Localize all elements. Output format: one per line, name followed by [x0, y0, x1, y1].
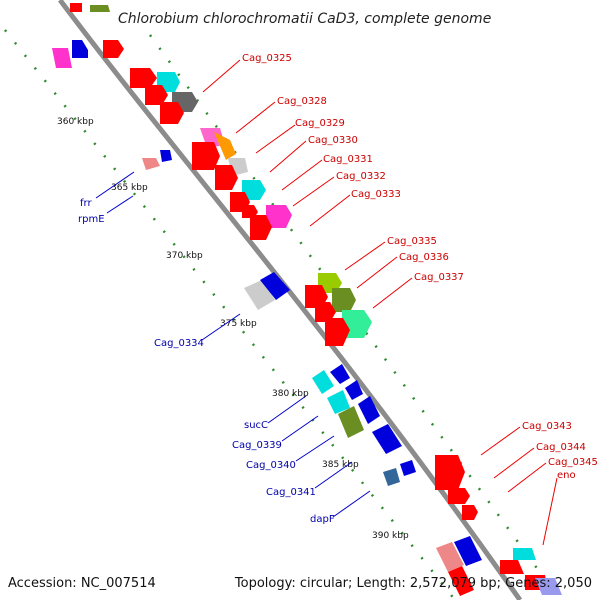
- reverse-label-leaders: [95, 171, 371, 518]
- genome-backbone: [58, 0, 523, 600]
- gene-label[interactable]: Cag_0332: [336, 171, 386, 182]
- gene-reverse[interactable]: [327, 390, 350, 414]
- gene-label[interactable]: Cag_0330: [308, 135, 358, 146]
- gene-forward[interactable]: [448, 488, 470, 504]
- gene-label[interactable]: Cag_0344: [536, 442, 586, 453]
- kbp-scale: 360 kbp 365 kbp 370 kbp 375 kbp 380 kbp …: [57, 117, 409, 541]
- gene-reverse[interactable]: [345, 380, 363, 400]
- gene-forward[interactable]: [242, 205, 258, 218]
- gene-label[interactable]: Cag_0325: [242, 53, 292, 64]
- gene-label[interactable]: Cag_0336: [399, 252, 449, 263]
- gene-reverse[interactable]: [383, 468, 400, 486]
- gene-label[interactable]: Cag_0328: [277, 96, 327, 107]
- forward-label-leaders: [202, 59, 558, 546]
- gene-reverse[interactable]: [338, 406, 364, 438]
- gene-forward[interactable]: [500, 560, 524, 574]
- gene-label[interactable]: Cag_0331: [323, 154, 373, 165]
- gene-forward[interactable]: [215, 165, 238, 190]
- gene-forward[interactable]: [103, 40, 124, 58]
- gene-label[interactable]: eno: [557, 470, 576, 481]
- gene-label[interactable]: sucC: [244, 420, 268, 431]
- kbp-label: 365 kbp: [111, 183, 148, 193]
- gene-reverse[interactable]: [436, 542, 464, 572]
- gene-label[interactable]: Cag_0340: [246, 460, 296, 471]
- gene-label[interactable]: Cag_0341: [266, 487, 316, 498]
- gene-forward[interactable]: [214, 132, 236, 160]
- gene-label[interactable]: Cag_0345: [548, 457, 598, 468]
- forward-labels: Cag_0325 Cag_0328 Cag_0329 Cag_0330 Cag_…: [242, 53, 598, 481]
- gene-reverse[interactable]: [400, 460, 416, 476]
- gene-reverse[interactable]: [244, 280, 275, 310]
- gene-forward[interactable]: [315, 302, 336, 322]
- gene-label[interactable]: frr: [80, 198, 92, 209]
- forward-genes[interactable]: [70, 3, 562, 595]
- gene-forward[interactable]: [535, 578, 562, 595]
- gene-forward[interactable]: [325, 318, 350, 346]
- kbp-label: 360 kbp: [57, 117, 94, 127]
- gene-forward[interactable]: [130, 68, 157, 88]
- gene-forward[interactable]: [266, 205, 292, 228]
- gene-reverse[interactable]: [372, 424, 402, 454]
- genome-summary-text: Topology: circular; Length: 2,572,079 bp…: [234, 576, 592, 591]
- gene-forward[interactable]: [70, 3, 82, 12]
- gene-reverse[interactable]: [448, 566, 474, 596]
- gene-forward[interactable]: [90, 5, 110, 12]
- reverse-labels: frr rpmE Cag_0334 sucC Cag_0339 Cag_0340…: [78, 198, 335, 525]
- kbp-label: 380 kbp: [272, 389, 309, 399]
- gene-forward[interactable]: [242, 180, 266, 200]
- map-title: Chlorobium chlorochromatii CaD3, complet…: [118, 11, 491, 27]
- inner-dotted-ring: [4, 29, 456, 600]
- gene-reverse[interactable]: [330, 364, 350, 384]
- gene-forward[interactable]: [192, 142, 220, 170]
- kbp-label: 370 kbp: [166, 251, 203, 261]
- gene-forward[interactable]: [145, 85, 168, 105]
- gene-label[interactable]: Cag_0334: [154, 338, 204, 349]
- gene-forward[interactable]: [435, 455, 465, 490]
- gene-label[interactable]: Cag_0339: [232, 440, 282, 451]
- gene-label[interactable]: Cag_0337: [414, 272, 464, 283]
- gene-reverse[interactable]: [312, 370, 334, 394]
- gene-reverse[interactable]: [72, 40, 88, 58]
- gene-label[interactable]: dapF: [310, 514, 335, 525]
- kbp-label: 390 kbp: [372, 531, 409, 541]
- gene-label[interactable]: rpmE: [78, 214, 105, 225]
- gene-label[interactable]: Cag_0335: [387, 236, 437, 247]
- gene-label[interactable]: Cag_0329: [295, 118, 345, 129]
- gene-reverse[interactable]: [260, 272, 290, 300]
- accession-text: Accession: NC_007514: [8, 576, 156, 591]
- gene-reverse[interactable]: [160, 150, 172, 162]
- gene-forward[interactable]: [250, 215, 272, 240]
- kbp-label: 375 kbp: [220, 319, 257, 329]
- gene-forward[interactable]: [332, 288, 356, 312]
- gene-reverse[interactable]: [52, 48, 72, 68]
- gene-reverse[interactable]: [358, 396, 380, 424]
- gene-forward[interactable]: [462, 505, 478, 520]
- gene-label[interactable]: Cag_0333: [351, 189, 401, 200]
- gene-label[interactable]: Cag_0343: [522, 421, 572, 432]
- gene-forward[interactable]: [513, 548, 536, 560]
- gene-forward[interactable]: [160, 102, 184, 124]
- gene-reverse[interactable]: [142, 158, 160, 170]
- gene-reverse[interactable]: [454, 536, 482, 566]
- reverse-genes[interactable]: [52, 40, 482, 596]
- kbp-label: 385 kbp: [322, 460, 359, 470]
